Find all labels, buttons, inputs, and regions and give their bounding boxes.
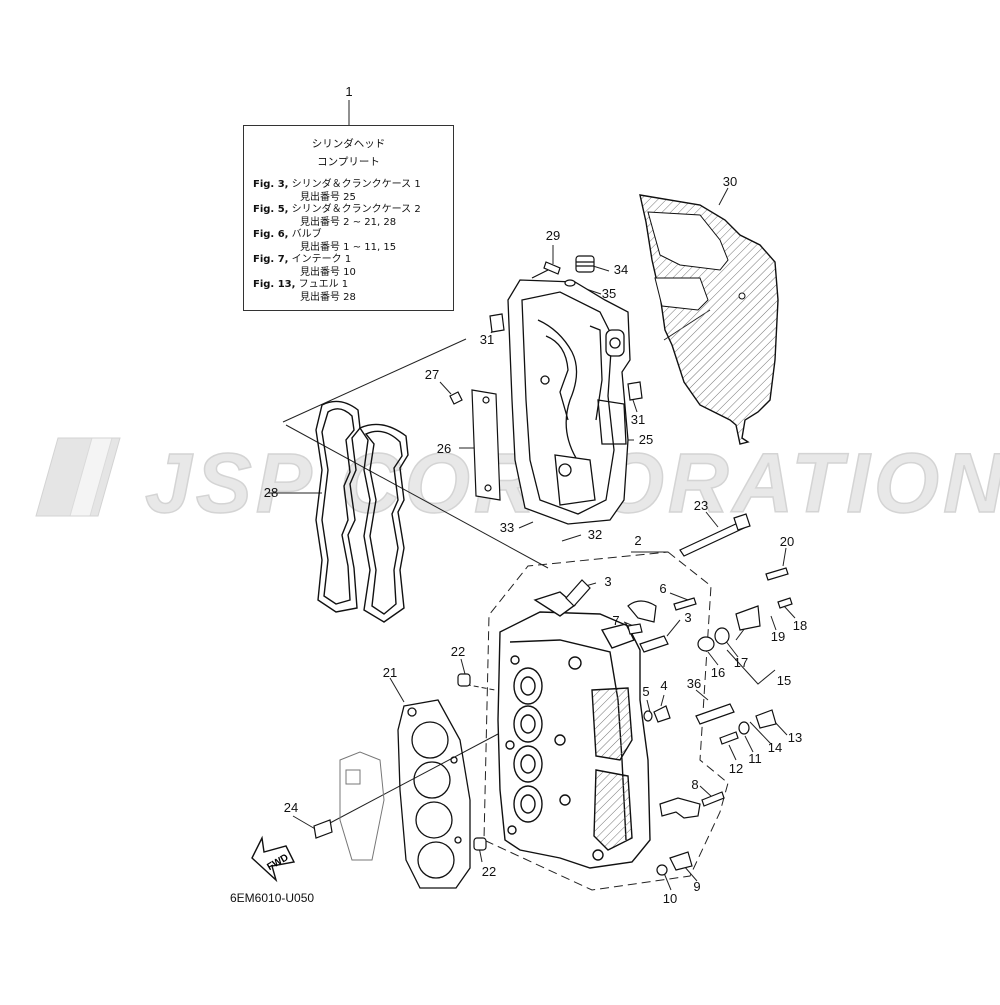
- callout-5: 5: [642, 684, 649, 699]
- callout-21: 21: [383, 665, 397, 680]
- legend-ref-row: Fig. 3, シリンダ＆クランクケース 1: [253, 178, 453, 191]
- callout-19: 19: [771, 629, 785, 644]
- callout-numbers: 1 2 3 3 4 5 6 7 8 9 10 11 12 13 14 15 16…: [264, 84, 807, 906]
- cover-small-parts: [449, 255, 643, 501]
- callout-14: 14: [768, 740, 782, 755]
- callout-24: 24: [284, 800, 298, 815]
- callout-33: 33: [500, 520, 514, 535]
- callout-12: 12: [729, 761, 743, 776]
- legend-ref-sub: 見出番号 2 ~ 21, 28: [300, 216, 397, 228]
- callout-31: 31: [480, 332, 494, 347]
- callout-16: 16: [711, 665, 725, 680]
- head-cover-25: [507, 279, 631, 525]
- callout-9: 9: [693, 879, 700, 894]
- legend-ref-sub: 見出番号 10: [300, 266, 356, 278]
- legend-ref-row: Fig. 5, シリンダ＆クランクケース 2: [253, 203, 453, 216]
- callout-4: 4: [660, 678, 667, 693]
- callout-22-lower: 22: [482, 864, 496, 879]
- callout-23: 23: [694, 498, 708, 513]
- legend-ref-sub: 見出番号 1 ~ 11, 15: [300, 241, 397, 253]
- legend-ref-sub: 見出番号 28: [300, 291, 356, 303]
- legend-ref-name: シリンダ＆クランクケース 2: [291, 204, 421, 215]
- callout-11: 11: [748, 751, 762, 766]
- legend-ref-fig: Fig. 7,: [253, 254, 289, 265]
- callout-20: 20: [780, 534, 794, 549]
- callout-1: 1: [345, 84, 352, 99]
- legend-ref-name: インテーク 1: [291, 254, 352, 265]
- callout-30: 30: [723, 174, 737, 189]
- callout-35: 35: [602, 286, 616, 301]
- leader-lines: [268, 100, 796, 891]
- callout-25: 25: [639, 432, 653, 447]
- cover-30: [639, 194, 779, 445]
- callout-27: 27: [425, 367, 439, 382]
- legend-ref-fig: Fig. 5,: [253, 204, 289, 215]
- callout-26: 26: [437, 441, 451, 456]
- callout-32: 32: [588, 527, 602, 542]
- legend-ref-name: シリンダ＆クランクケース 1: [291, 179, 421, 190]
- callout-15: 15: [777, 673, 791, 688]
- callout-10: 10: [663, 891, 677, 906]
- bolts-and-dowels: [313, 673, 487, 851]
- callout-29: 29: [546, 228, 560, 243]
- cylinder-head-body: [497, 591, 651, 869]
- callout-6: 6: [659, 581, 666, 596]
- cover-gasket-28: [315, 400, 409, 623]
- callout-3: 3: [604, 574, 611, 589]
- legend-title: シリンダヘッド コンプリート: [244, 138, 453, 174]
- callout-13: 13: [788, 730, 802, 745]
- legend-ref-row: Fig. 7, インテーク 1: [253, 253, 453, 266]
- legend-ref-row: Fig. 6, バルブ: [253, 228, 453, 241]
- head-gasket-21: [397, 699, 471, 889]
- block-outline: [339, 751, 385, 861]
- callout-28: 28: [264, 485, 278, 500]
- callout-7: 7: [612, 613, 619, 628]
- callout-22: 22: [451, 644, 465, 659]
- callout-34: 34: [614, 262, 628, 277]
- legend-ref-fig: Fig. 6,: [253, 229, 289, 240]
- legend-title-line-2: コンプリート: [317, 156, 380, 168]
- callout-31-right: 31: [631, 412, 645, 427]
- callout-36: 36: [687, 676, 701, 691]
- bracket-8: [659, 791, 725, 819]
- diagram-code: 6EM6010-U050: [230, 891, 315, 905]
- callout-17: 17: [734, 655, 748, 670]
- callout-3-lower: 3: [684, 610, 691, 625]
- callout-2: 2: [634, 533, 641, 548]
- fwd-arrow: FWD: [251, 835, 296, 883]
- head-assembly-dashed-box: [483, 551, 729, 891]
- legend-ref-fig: Fig. 3,: [253, 179, 289, 190]
- legend-ref-fig: Fig. 13,: [253, 279, 296, 290]
- legend-ref-name: バルブ: [291, 229, 322, 240]
- legend-title-line-1: シリンダヘッド: [311, 138, 386, 150]
- right-side-parts: [565, 513, 793, 876]
- callout-18: 18: [793, 618, 807, 633]
- legend-refs: Fig. 3, シリンダ＆クランクケース 1 見出番号 25 Fig. 5, シ…: [244, 178, 453, 303]
- legend-ref-name: フュエル 1: [298, 279, 349, 290]
- callout-8: 8: [691, 777, 698, 792]
- legend-ref-sub: 見出番号 25: [300, 191, 356, 203]
- legend-ref-row: Fig. 13, フュエル 1: [253, 278, 453, 291]
- legend-box: シリンダヘッド コンプリート Fig. 3, シリンダ＆クランクケース 1 見出…: [243, 125, 454, 311]
